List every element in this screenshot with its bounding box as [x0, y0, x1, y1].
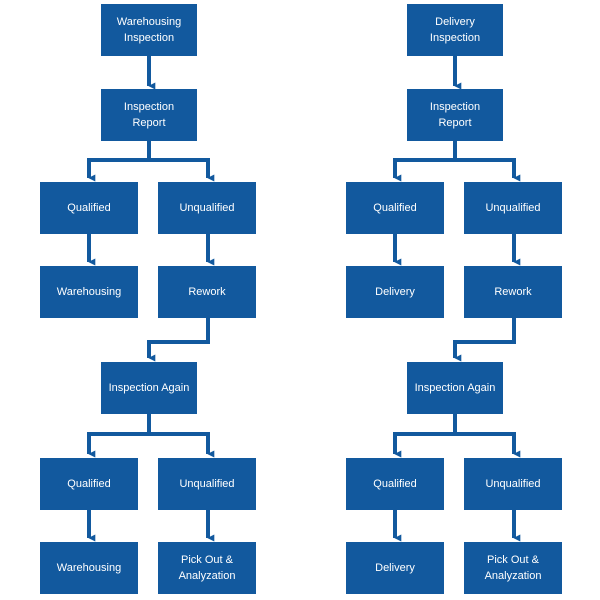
right-unqualified-2-label: Unqualified — [485, 478, 541, 490]
right-pick-out-node: Pick Out & Analyzation — [464, 542, 562, 594]
right-connector-report-split — [393, 141, 457, 182]
right-inspection-again-node: Inspection Again — [407, 362, 503, 414]
right-pick-out-label: Pick Out & Analyzation — [484, 554, 542, 582]
left-result-node: Warehousing — [40, 266, 138, 318]
left-rework-label: Rework — [188, 286, 226, 298]
left-start-label: Warehousing Inspection — [116, 16, 182, 44]
left-connector-again-split-right — [149, 432, 215, 458]
right-unqualified-label: Unqualified — [485, 202, 541, 214]
right-inspection-again-label: Inspection Again — [414, 382, 496, 394]
left-pick-out-label: Pick Out & Analyzation — [178, 554, 236, 582]
left-connector-report-split — [87, 141, 151, 182]
right-start-label: Delivery Inspection — [429, 16, 481, 44]
left-inspection-again-node: Inspection Again — [101, 362, 197, 414]
left-result-2-node: Warehousing — [40, 542, 138, 594]
left-inspection-again-label: Inspection Again — [108, 382, 190, 394]
left-unqualified-label: Unqualified — [179, 202, 235, 214]
left-report-label: Inspection Report — [123, 101, 175, 129]
left-qualified-label: Qualified — [67, 202, 111, 214]
left-unqualified-2-label: Unqualified — [179, 478, 235, 490]
right-qualified-2-node: Qualified — [346, 458, 444, 510]
right-result-node: Delivery — [346, 266, 444, 318]
right-unqualified-2-node: Unqualified — [464, 458, 562, 510]
left-connector-again-split — [87, 414, 151, 458]
left-result-label: Warehousing — [56, 286, 122, 298]
left-unqualified-node: Unqualified — [158, 182, 256, 234]
right-rework-label: Rework — [494, 286, 532, 298]
left-pick-out-node: Pick Out & Analyzation — [158, 542, 256, 594]
right-qualified-node: Qualified — [346, 182, 444, 234]
right-qualified-label: Qualified — [373, 202, 417, 214]
left-unqualified-2-node: Unqualified — [158, 458, 256, 510]
right-rework-node: Rework — [464, 266, 562, 318]
right-result-2-node: Delivery — [346, 542, 444, 594]
left-connector-rework-to-again — [147, 318, 210, 362]
right-qualified-2-label: Qualified — [373, 478, 417, 490]
left-qualified-2-label: Qualified — [67, 478, 111, 490]
left-qualified-2-node: Qualified — [40, 458, 138, 510]
left-qualified-node: Qualified — [40, 182, 138, 234]
right-report-label: Inspection Report — [429, 101, 481, 129]
right-connector-rework-to-again — [453, 318, 516, 362]
right-report-node: Inspection Report — [407, 89, 503, 141]
left-report-node: Inspection Report — [101, 89, 197, 141]
right-connector-again-split-right — [455, 432, 521, 458]
left-start-node: Warehousing Inspection — [101, 4, 197, 56]
right-result-2-label: Delivery — [375, 562, 415, 574]
right-start-node: Delivery Inspection — [407, 4, 503, 56]
right-connector-again-split — [393, 414, 457, 458]
left-connector-report-split-right — [149, 158, 215, 182]
right-connector-report-split-right — [455, 158, 521, 182]
right-result-label: Delivery — [375, 286, 415, 298]
left-result-2-label: Warehousing — [56, 562, 122, 574]
left-rework-node: Rework — [158, 266, 256, 318]
right-unqualified-node: Unqualified — [464, 182, 562, 234]
